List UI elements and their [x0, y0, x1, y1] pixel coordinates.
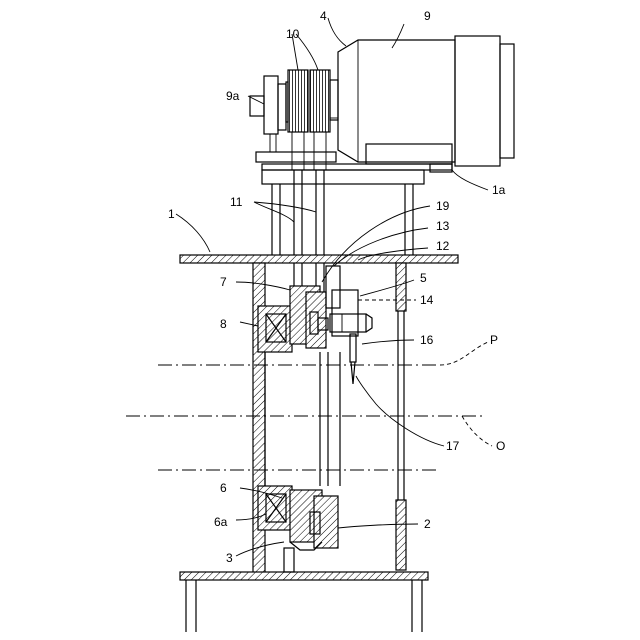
- label-6: 6: [220, 481, 227, 495]
- label-4: 4: [320, 9, 327, 23]
- label-14: 14: [420, 293, 434, 307]
- label-16: 16: [420, 333, 434, 347]
- label-6a: 6a: [214, 515, 228, 529]
- center-lines: [126, 342, 492, 470]
- motor-base: [256, 152, 452, 255]
- label-O: O: [496, 439, 505, 453]
- label-13: 13: [436, 219, 450, 233]
- label-3: 3: [226, 551, 233, 565]
- label-12: 12: [436, 239, 450, 253]
- label-2: 2: [424, 517, 431, 531]
- label-P: P: [490, 333, 498, 347]
- lower-ring: [258, 486, 338, 550]
- upper-ring: [258, 286, 328, 352]
- belts: [294, 170, 324, 292]
- label-19: 19: [436, 199, 450, 213]
- label-10: 10: [286, 27, 300, 41]
- label-17: 17: [446, 439, 460, 453]
- motor: [330, 36, 514, 166]
- pulley-assembly: [250, 70, 338, 170]
- label-11: 11: [230, 195, 243, 209]
- label-1a: 1a: [492, 183, 506, 197]
- label-9: 9: [424, 9, 431, 23]
- bottom-base: [180, 548, 428, 632]
- label-1: 1: [168, 207, 175, 221]
- label-8: 8: [220, 317, 227, 331]
- floor-plate: [180, 255, 458, 263]
- label-5: 5: [420, 271, 427, 285]
- label-9a: 9a: [226, 89, 240, 103]
- label-7: 7: [220, 275, 227, 289]
